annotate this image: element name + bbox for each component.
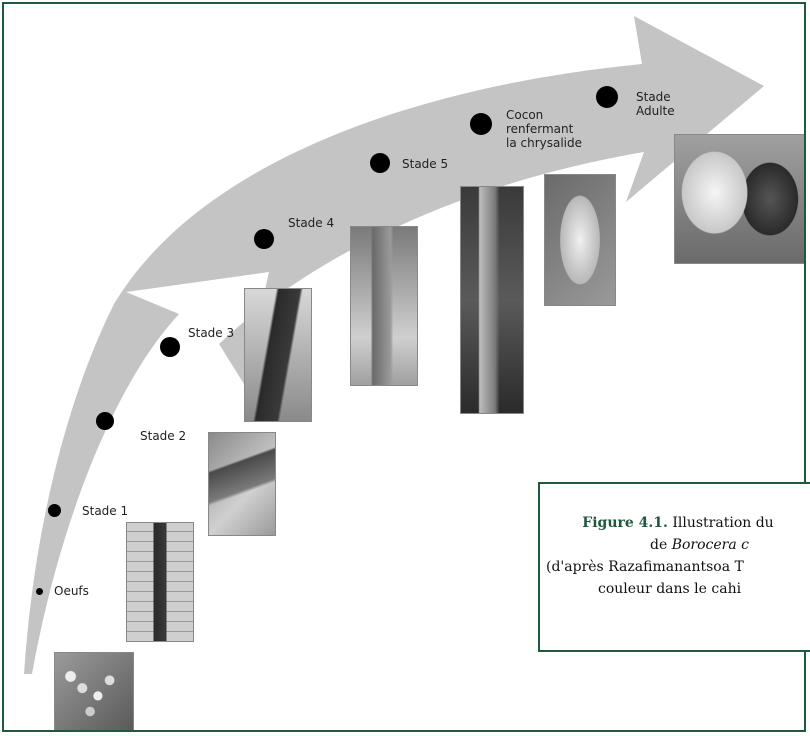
larva-stage-3-photo (244, 288, 312, 422)
figure-label: Figure 4.1. (582, 515, 668, 531)
cocoon-photo (544, 174, 616, 306)
caption-line-3: (d'après Razafimanantsoa T (540, 556, 810, 578)
caption-text-1: Illustration du (668, 515, 774, 531)
caption-line-4: couleur dans le cahi (540, 578, 810, 600)
stage-dot-cocon (470, 113, 492, 135)
larva-stage-5-photo (460, 186, 524, 414)
stage-label-5: Stade 5 (402, 157, 448, 171)
stage-label-adulte: Stade Adulte (636, 90, 675, 118)
stage-label-4: Stade 4 (288, 216, 334, 230)
species-name: Borocera c (672, 537, 749, 553)
stage-label-cocon: Cocon renfermant la chrysalide (506, 108, 582, 150)
stage-dot-1 (48, 504, 61, 517)
larva-stage-2-photo (208, 432, 276, 536)
stage-dot-3 (160, 337, 180, 357)
stage-label-2: Stade 2 (140, 429, 186, 443)
stage-dot-oeufs (36, 588, 43, 595)
stage-dot-adulte (596, 86, 618, 108)
caption-line-1: Figure 4.1. Illustration du (540, 512, 810, 534)
stage-dot-2 (96, 412, 114, 430)
caption-text-2: de (650, 537, 672, 553)
caption-line-2: de Borocera c (540, 534, 810, 556)
stage-dot-4 (254, 229, 274, 249)
egg-cluster-photo (54, 652, 134, 732)
larva-stage-4-photo (350, 226, 418, 386)
stage-label-oeufs: Oeufs (54, 584, 89, 598)
figure-caption: Figure 4.1. Illustration du de Borocera … (538, 482, 810, 652)
adult-moth-photo (674, 134, 806, 264)
stage-label-1: Stade 1 (82, 504, 128, 518)
larva-stage-1-photo (126, 522, 194, 642)
stage-dot-5 (370, 153, 390, 173)
stage-label-3: Stade 3 (188, 326, 234, 340)
